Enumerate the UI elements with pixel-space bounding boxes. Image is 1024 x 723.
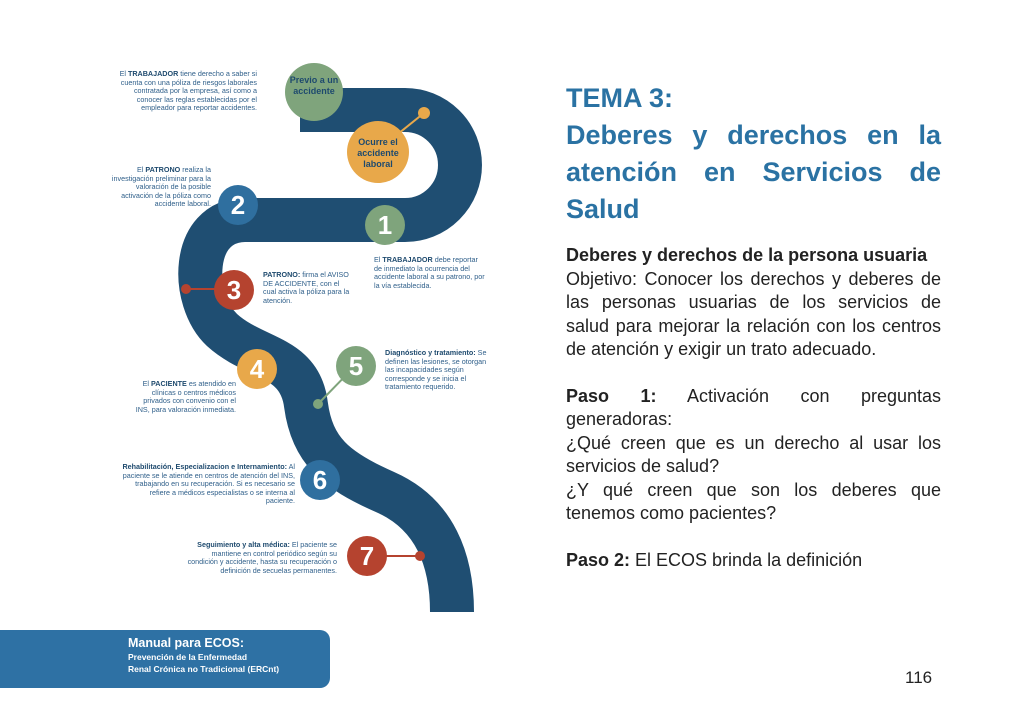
question-2: ¿Y qué creen que son los deberes que ten… [566,479,941,524]
footer-banner: Manual para ECOS: Prevención de la Enfer… [0,630,330,688]
paso-2: Paso 2: El ECOS brinda la definición [566,549,863,570]
step-3-note: PATRONO: firma el AVISO DE ACCIDENTE, co… [263,270,350,305]
step-3-circle [214,270,254,310]
ocurre-circle [347,121,409,183]
paso-1: Paso 1: Activación con preguntas generad… [566,385,941,430]
body-text: Deberes y derechos de la persona usuaria… [566,244,941,572]
step-1-circle [365,205,405,245]
step-number: 7 [359,541,375,571]
connector-dot [313,399,323,409]
step-number: 5 [348,351,364,381]
previo-circle [285,63,343,121]
step-2-circle [218,185,258,225]
ocurre-label: Ocurre el accidente laboral [357,137,399,169]
previo-label: Previo a un accidente [289,75,339,96]
step-5-circle [336,346,376,386]
step-number: 3 [226,275,242,305]
step-number: 2 [230,190,246,220]
step-number: 4 [249,354,265,384]
connector-dot [415,551,425,561]
step-6-circle [300,460,340,500]
page-number: 116 [905,668,933,687]
step-number: 6 [312,465,328,495]
question-1: ¿Qué creen que es un derecho al usar los… [566,432,941,477]
road-path [178,88,482,613]
process-road-diagram [178,63,482,613]
step-4-note: El PACIENTE es atendido en clínicas o ce… [135,379,236,414]
step-number: 1 [377,210,393,240]
objective: Objetivo: Conocer los derechos y deberes… [566,268,941,360]
connector-dot [181,284,191,294]
connector-dot [418,107,430,119]
step-5-note: Diagnóstico y tratamiento: Se definen la… [385,348,487,392]
section-subtitle: Deberes y derechos de la persona usuaria [566,245,928,265]
step-1-note: El TRABAJADOR debe reportar de inmediato… [374,255,485,290]
page-title: TEMA 3: Deberes y derechos en la atenció… [566,83,941,224]
step-2-note: El PATRONO realiza la investigación prel… [111,165,211,209]
previo-note: El TRABAJADOR tiene derecho a saber si c… [119,69,257,113]
step-4-circle [237,349,277,389]
step-6-note: Rehabilitación, Especializacion e Intern… [122,462,295,506]
step-7-note: Seguimiento y alta médica: El paciente s… [187,540,337,575]
step-7-circle [347,536,387,576]
